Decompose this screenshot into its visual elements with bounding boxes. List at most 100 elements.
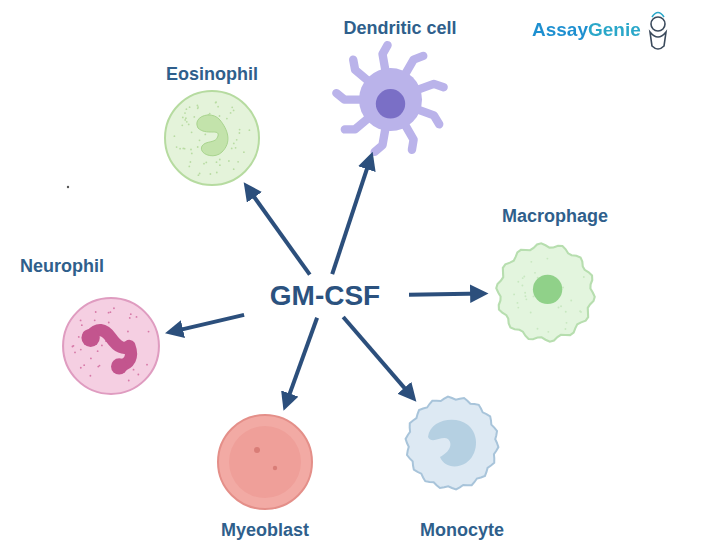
eosinophil-part (181, 124, 183, 126)
eosinophil-part (216, 172, 218, 174)
eosinophil-part (219, 164, 221, 166)
genie-icon (650, 13, 666, 50)
eosinophil-part (236, 139, 238, 141)
eosinophil-part (197, 105, 199, 107)
macrophage-part (513, 293, 515, 295)
eosinophil-part (188, 166, 190, 168)
cell-node: Macrophage (493, 240, 598, 345)
eosinophil-part (188, 124, 190, 126)
macrophage-part (558, 307, 560, 309)
dendritic-cell (338, 45, 443, 150)
macrophage-part (547, 331, 549, 333)
neutrophil-part (78, 336, 80, 338)
eosinophil-part (249, 129, 251, 131)
neutrophil-part (127, 331, 129, 333)
eosinophil-part (199, 173, 201, 175)
arrow-connector (285, 318, 317, 406)
macrophage-part (517, 307, 519, 309)
genie-turban (652, 13, 664, 18)
macrophage-part (537, 328, 539, 330)
eosinophil-part (197, 146, 199, 148)
dendritic-part (359, 68, 422, 131)
neutrophil-part (129, 317, 131, 319)
neutrophil-part (81, 329, 99, 347)
myeloblast-cell (215, 412, 315, 512)
neutrophil-part (80, 349, 82, 351)
eosinophil-part (205, 162, 207, 164)
genie-body (650, 32, 666, 49)
cell-label: Neurophil (0, 255, 162, 277)
macrophage-part (521, 285, 523, 287)
cytokine-label: GM-CSF (245, 278, 405, 314)
neutrophil-part (109, 311, 111, 313)
neutrophil-part (108, 312, 110, 314)
cytokine-node: GM-CSF (245, 278, 405, 314)
eosinophil-part (233, 110, 235, 112)
eosinophil-cell (162, 88, 262, 188)
eosinophil-part (235, 147, 237, 149)
eosinophil-part (243, 151, 245, 153)
eosinophil-part (176, 146, 178, 148)
neutrophil-part (80, 319, 82, 321)
neutrophil-part (99, 365, 101, 367)
eosinophil-part (165, 91, 259, 185)
eosinophil-part (216, 161, 218, 163)
macrophage-part (525, 298, 527, 300)
macrophage-part (579, 310, 581, 312)
macrophage-part (496, 243, 594, 341)
neutrophil-part (136, 316, 138, 318)
neutrophil-part (111, 358, 127, 374)
cell-node: Myeoblast (215, 412, 315, 512)
eosinophil-part (174, 135, 176, 137)
macrophage-part (562, 287, 564, 289)
myeloblast-part (218, 415, 312, 509)
neutrophil-part (81, 324, 83, 326)
neutrophil-part (128, 380, 130, 382)
eosinophil-part (215, 101, 217, 103)
macrophage-part (583, 276, 585, 278)
cell-label: Monocyte (362, 519, 562, 541)
macrophage-part (533, 275, 562, 304)
eosinophil-part (197, 107, 199, 109)
eosinophil-part (185, 117, 187, 119)
cell-label: Dendritic cell (300, 17, 500, 39)
macrophage-part (533, 295, 535, 297)
neutrophil-part (80, 367, 82, 369)
cell-label: Eosinophil (112, 63, 312, 85)
eosinophil-part (230, 112, 232, 114)
macrophage-cell (493, 240, 598, 345)
neutrophil-part (94, 319, 96, 321)
eosinophil-part (190, 161, 192, 163)
neutrophil-part (113, 307, 115, 309)
macrophage-part (522, 277, 524, 279)
arrow-connector (247, 187, 310, 275)
eosinophil-part (228, 160, 230, 162)
neutrophil-part (63, 298, 159, 394)
eosinophil-part (237, 161, 239, 163)
eosinophil-part (231, 148, 233, 150)
neutrophil-part (74, 352, 76, 354)
eosinophil-part (239, 132, 241, 134)
neutrophil-cell (60, 295, 162, 397)
macrophage-part (517, 281, 519, 283)
neutrophil-part (90, 358, 92, 360)
neutrophil-part (97, 350, 99, 352)
arrow-connector (409, 294, 483, 295)
macrophage-part (530, 312, 532, 314)
neutrophil-part (83, 364, 85, 366)
myeloblast-part (254, 447, 260, 453)
neutrophil-part (73, 345, 75, 347)
eosinophil-part (191, 131, 193, 133)
cell-node: Dendritic cell (338, 45, 443, 150)
arrow-connector (332, 157, 371, 274)
eosinophil-part (197, 115, 228, 156)
myeloblast-part (273, 466, 277, 470)
macrophage-part (524, 292, 526, 294)
macrophage-part (525, 295, 527, 297)
arrow-connector (170, 315, 244, 332)
eosinophil-part (215, 102, 217, 104)
neutrophil-part (130, 313, 132, 315)
macrophage-part (566, 322, 568, 324)
